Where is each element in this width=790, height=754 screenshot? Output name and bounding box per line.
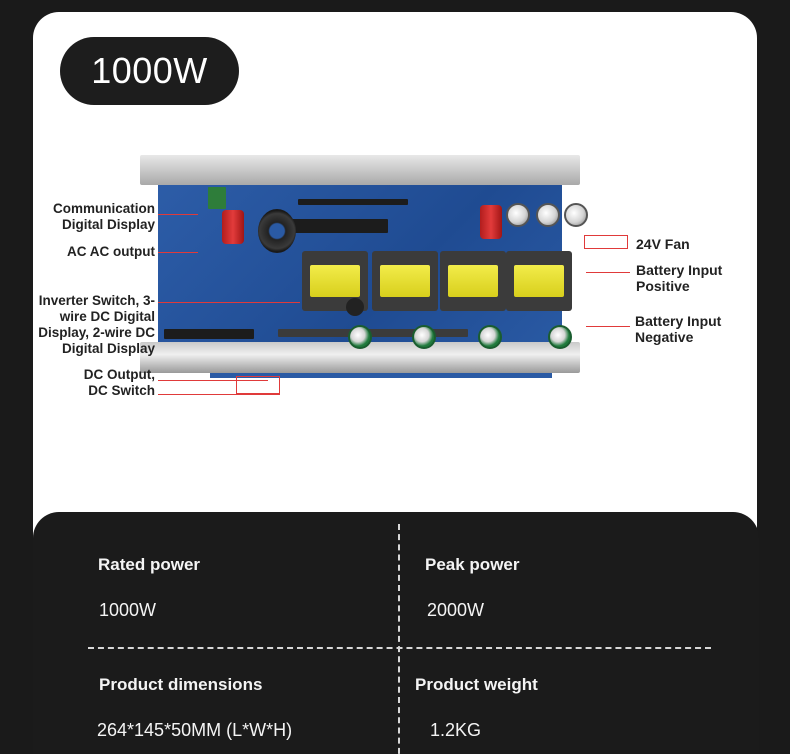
dimensions-value: 264*145*50MM (L*W*H) [97,720,293,740]
callout-inverter-switch: Inverter Switch, 3- wire DC Digital Disp… [38,293,155,356]
capacitor [478,325,502,349]
divider-vertical [398,524,400,754]
spec-panel: Rated power 1000W Peak power 2000W Produ… [33,512,759,754]
transformer [302,251,368,311]
callout-box [584,235,628,249]
capacitor [222,210,244,244]
inverter-board-image [140,155,588,390]
callout-line [586,326,630,327]
capacitor [348,325,372,349]
dimensions-label: Product dimensions [99,675,263,694]
capacitor [564,203,588,227]
callout-battery-positive: Battery Input Positive [636,262,723,294]
callout-line [586,272,630,273]
capacitor [480,205,502,239]
callout-battery-negative: Battery Input Negative [635,313,722,345]
heatsink-top [140,155,580,185]
callout-line [158,214,198,215]
callout-line [158,380,268,381]
callout-comm-display: Communication Digital Display [52,201,155,232]
transformer [506,251,572,311]
callout-line [158,394,280,395]
weight-value: 1.2KG [430,720,482,740]
component [346,298,364,316]
power-badge: 1000W [60,37,239,105]
rated-power-label: Rated power [98,555,201,574]
peak-power-value: 2000W [427,600,485,620]
capacitor [536,203,560,227]
callout-line [158,252,198,253]
capacitor [548,325,572,349]
callout-ac-output: AC AC output [67,244,155,259]
callout-box [236,376,280,394]
callout-line [158,302,300,303]
capacitor [412,325,436,349]
transformer [440,251,506,311]
peak-power-label: Peak power [425,555,520,574]
callout-dc-output: DC Output, DC Switch [83,367,155,398]
weight-label: Product weight [415,675,538,694]
transformer [372,251,438,311]
capacitor [506,203,530,227]
pcb-base [210,370,552,378]
divider-horizontal [88,647,711,649]
rated-power-value: 1000W [99,600,157,620]
inductor [258,209,296,253]
callout-fan: 24V Fan [636,236,690,252]
